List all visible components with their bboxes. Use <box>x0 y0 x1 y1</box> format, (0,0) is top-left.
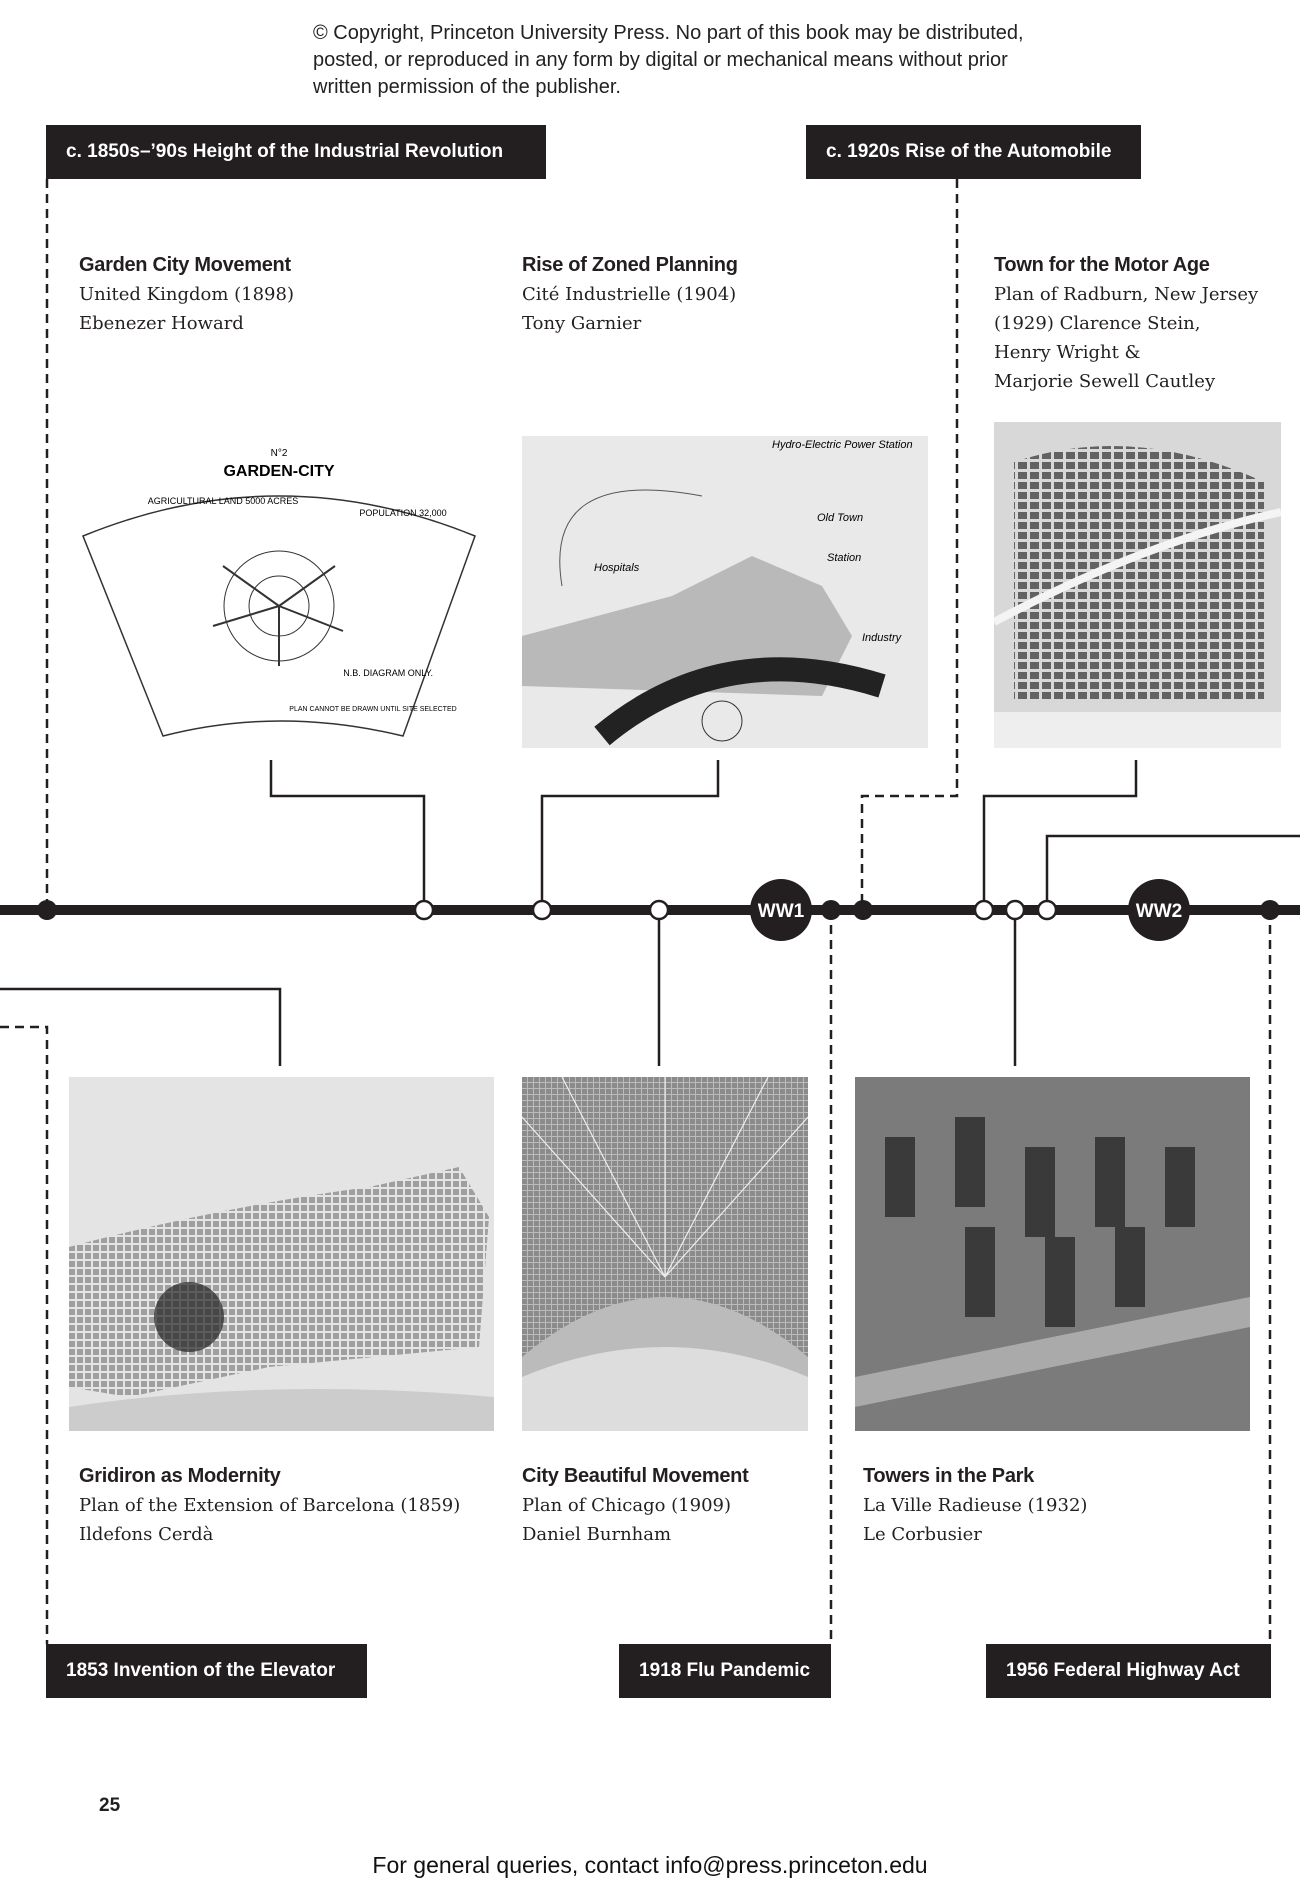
event-label-elevator: 1853 Invention of the Elevator <box>46 1644 367 1698</box>
entry-line: Plan of Chicago (1909) <box>522 1495 732 1516</box>
entry-line: Plan of Radburn, New Jersey <box>994 284 1259 305</box>
entry-line: Tony Garnier <box>522 313 642 334</box>
open-node <box>973 899 995 921</box>
svg-text:Industry: Industry <box>862 632 903 644</box>
svg-text:Hospitals: Hospitals <box>594 562 640 574</box>
ww2-label: WW2 <box>1136 901 1182 922</box>
cite-industrielle-plan: Hydro-Electric Power Station Old Town St… <box>522 436 928 748</box>
entry-line: Plan of the Extension of Barcelona (1859… <box>79 1495 461 1516</box>
dashed-connector-elevator <box>0 1025 49 1644</box>
open-node <box>648 899 670 921</box>
entry-motor-age: Town for the Motor Age Plan of Radburn, … <box>994 251 1258 396</box>
filled-node <box>821 900 841 920</box>
entry-title: Garden City Movement <box>79 254 291 276</box>
barcelona-plan <box>69 1077 494 1431</box>
svg-text:N°2: N°2 <box>271 448 288 459</box>
svg-text:Station: Station <box>827 552 861 564</box>
entry-line: (1929) Clarence Stein, <box>994 313 1201 334</box>
connector-zoned <box>540 760 720 910</box>
connector-radburn <box>982 760 1138 910</box>
open-node <box>1036 899 1058 921</box>
ww1-badge <box>750 879 812 941</box>
entry-title: Rise of Zoned Planning <box>522 254 738 276</box>
entry-line: La Ville Radieuse (1932) <box>863 1495 1088 1516</box>
event-label-flu: 1918 Flu Pandemic <box>619 1644 831 1698</box>
svg-text:N.B. DIAGRAM ONLY.: N.B. DIAGRAM ONLY. <box>343 668 433 678</box>
svg-text:Old Town: Old Town <box>817 512 863 524</box>
footer-contact: For general queries, contact info@press.… <box>372 1852 928 1878</box>
entry-title: Gridiron as Modernity <box>79 1465 281 1487</box>
entry-city-beautiful: City Beautiful Movement Plan of Chicago … <box>522 1462 749 1549</box>
entry-line: Marjorie Sewell Cautley <box>994 371 1216 392</box>
entry-line: Ildefons Cerdà <box>79 1524 214 1545</box>
dashed-connector-automobile <box>860 179 959 910</box>
ville-radieuse-model <box>855 1077 1250 1431</box>
open-node <box>531 899 553 921</box>
garden-city-diagram: N°2 GARDEN-CITY AGRICULTURAL LAND 5000 A… <box>73 436 485 745</box>
entry-line: Henry Wright & <box>994 342 1141 363</box>
copyright-notice: © Copyright, Princeton University Press.… <box>313 22 1024 98</box>
svg-text:Hydro-Electric Power Station: Hydro-Electric Power Station <box>772 439 913 451</box>
entry-line: United Kingdom (1898) <box>79 284 294 305</box>
entry-line: Ebenezer Howard <box>79 313 244 334</box>
svg-text:GARDEN-CITY: GARDEN-CITY <box>223 463 334 480</box>
event-label-highway: 1956 Federal Highway Act <box>986 1644 1271 1698</box>
connector-offpage <box>1045 834 1300 910</box>
page-number: 25 <box>99 1795 121 1816</box>
open-node <box>1004 899 1026 921</box>
entry-towers-in-park: Towers in the Park La Ville Radieuse (19… <box>863 1462 1087 1549</box>
entry-title: City Beautiful Movement <box>522 1465 749 1487</box>
entry-garden-city: Garden City Movement United Kingdom (189… <box>79 251 294 338</box>
entry-title: Towers in the Park <box>863 1465 1034 1487</box>
entry-zoned-planning: Rise of Zoned Planning Cité Industrielle… <box>522 251 738 338</box>
connector-garden-city <box>269 760 426 910</box>
entry-gridiron: Gridiron as Modernity Plan of the Extens… <box>79 1462 460 1549</box>
filled-node <box>37 900 57 920</box>
svg-text:AGRICULTURAL LAND 5000 ACRES: AGRICULTURAL LAND 5000 ACRES <box>148 496 299 506</box>
entry-line: Daniel Burnham <box>522 1524 672 1545</box>
entry-title: Town for the Motor Age <box>994 254 1210 276</box>
ww2-badge <box>1128 879 1190 941</box>
connector-barcelona <box>0 987 282 1066</box>
entry-line: Cité Industrielle (1904) <box>522 284 737 305</box>
era-label-industrial: c. 1850s–’90s Height of the Industrial R… <box>46 125 546 179</box>
radburn-plan <box>994 422 1281 748</box>
svg-text:PLAN CANNOT BE DRAWN UNTIL SIT: PLAN CANNOT BE DRAWN UNTIL SITE SELECTED <box>289 706 456 713</box>
entry-line: Le Corbusier <box>863 1524 982 1545</box>
chicago-plan <box>522 1077 808 1431</box>
open-node <box>413 899 435 921</box>
svg-text:POPULATION 32,000: POPULATION 32,000 <box>359 508 446 518</box>
filled-node <box>853 900 873 920</box>
ww1-label: WW1 <box>758 901 805 922</box>
era-label-automobile: c. 1920s Rise of the Automobile <box>806 125 1141 179</box>
filled-node <box>1260 900 1280 920</box>
